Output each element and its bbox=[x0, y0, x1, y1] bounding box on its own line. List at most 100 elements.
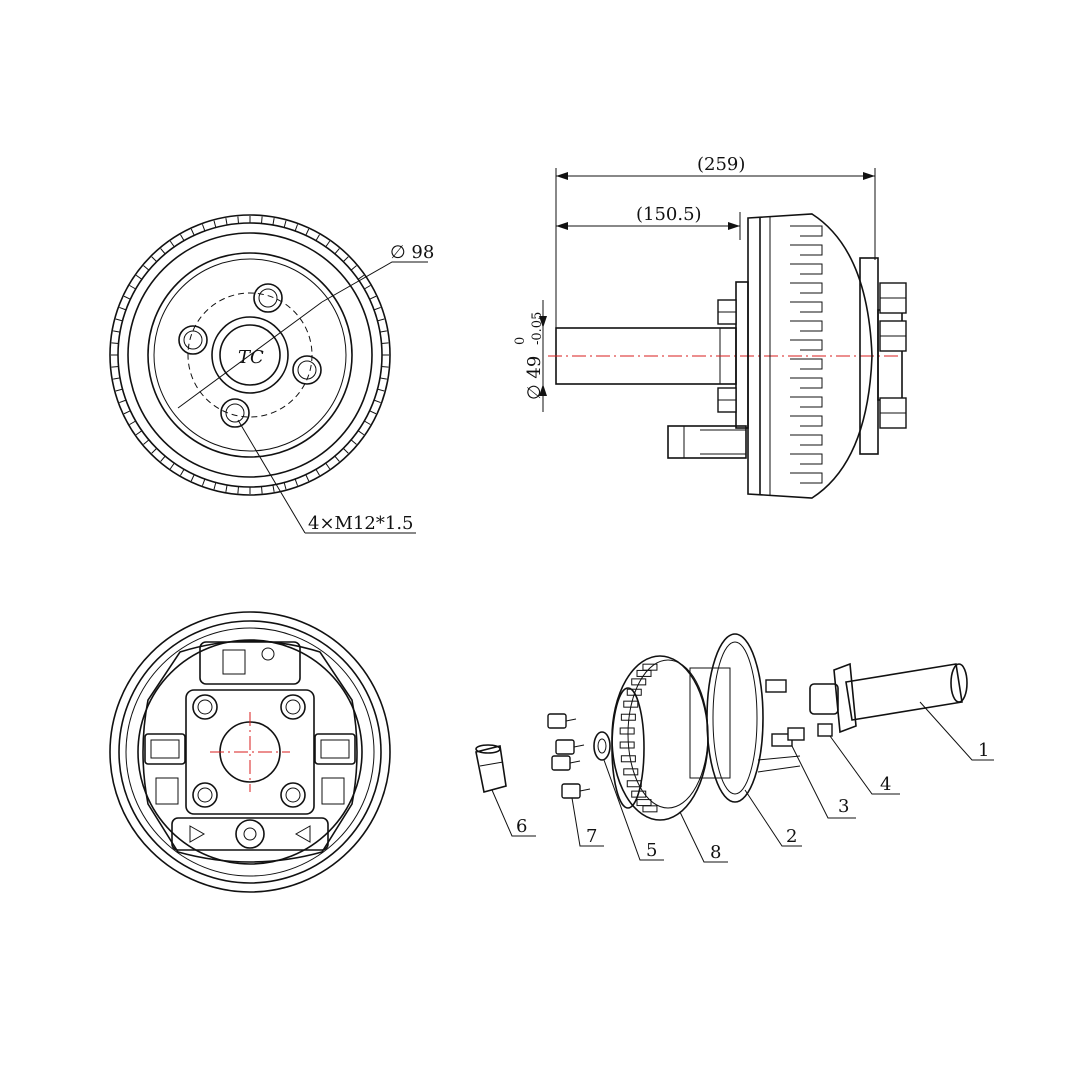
back-bolt-tl bbox=[192, 694, 218, 720]
serration-tooth bbox=[357, 274, 365, 280]
back-bolt-bl bbox=[192, 782, 218, 808]
side-fin bbox=[790, 225, 823, 237]
part-4-flange-nut bbox=[817, 723, 833, 737]
serration-tooth bbox=[135, 274, 143, 280]
serration-tooth bbox=[160, 455, 166, 462]
serration-tooth bbox=[261, 216, 263, 224]
serration-tooth bbox=[115, 388, 123, 392]
serration-tooth bbox=[213, 482, 217, 490]
back-view bbox=[109, 611, 391, 893]
serration-tooth bbox=[119, 306, 127, 311]
part-1-shaft bbox=[809, 662, 968, 734]
serration-tooth bbox=[377, 388, 385, 392]
serration-tooth bbox=[373, 399, 381, 404]
serration-tooth bbox=[294, 224, 299, 232]
serration-tooth bbox=[190, 228, 195, 236]
serration-tooth bbox=[272, 484, 275, 492]
serration-tooth bbox=[143, 439, 150, 445]
dim-shaft-length: (150.5) bbox=[636, 204, 702, 225]
serration-tooth bbox=[381, 366, 389, 368]
stud-bottom bbox=[220, 398, 250, 428]
side-fin bbox=[790, 453, 823, 465]
exploded-fin bbox=[636, 799, 652, 807]
drum-fins-exploded bbox=[619, 663, 658, 813]
serration-tooth bbox=[373, 306, 381, 311]
serration-tooth bbox=[169, 462, 175, 470]
side-fin bbox=[790, 358, 823, 370]
back-bolt-br bbox=[280, 782, 306, 808]
serration-tooth bbox=[143, 265, 150, 271]
serration-tooth bbox=[350, 439, 357, 445]
hub-stud-bottom bbox=[879, 397, 907, 429]
exploded-fin bbox=[623, 768, 639, 776]
exploded-fin bbox=[620, 713, 636, 721]
part-label-7: 7 bbox=[586, 826, 597, 847]
serration-tooth bbox=[225, 218, 228, 226]
dim-tol-lower: -0.05 bbox=[530, 312, 545, 345]
exploded-fin bbox=[620, 755, 636, 763]
part-label-1: 1 bbox=[978, 740, 989, 761]
serration-tooth bbox=[369, 410, 377, 415]
exploded-fin bbox=[636, 669, 652, 677]
serration-tooth bbox=[180, 234, 185, 241]
side-fin bbox=[790, 396, 823, 408]
serration-tooth bbox=[113, 330, 121, 333]
exploded-fin bbox=[623, 700, 639, 708]
serration-tooth bbox=[283, 482, 287, 490]
exploded-fin bbox=[642, 805, 658, 813]
serration-tooth bbox=[237, 486, 239, 494]
serration-tooth bbox=[201, 478, 206, 486]
serration-tooth bbox=[111, 342, 119, 344]
serration-tooth bbox=[160, 248, 166, 255]
part-label-8: 8 bbox=[710, 842, 721, 863]
serration-tooth bbox=[305, 228, 310, 236]
serration-tooth bbox=[123, 410, 131, 415]
side-fin bbox=[790, 472, 823, 484]
drum-fins bbox=[790, 225, 823, 484]
serration-tooth bbox=[357, 430, 365, 436]
serration-tooth bbox=[315, 234, 320, 241]
drum-serration bbox=[111, 216, 389, 494]
serration-tooth bbox=[129, 285, 136, 290]
serration-tooth bbox=[261, 486, 263, 494]
dim-thread-spec: 4×M12*1.5 bbox=[308, 513, 414, 534]
serration-tooth bbox=[115, 318, 123, 322]
dim-shaft-diameter: ∅ 49 bbox=[524, 356, 545, 400]
side-fin bbox=[790, 377, 823, 389]
serration-tooth bbox=[201, 224, 206, 232]
serration-tooth bbox=[135, 430, 143, 436]
part-3-studs bbox=[765, 679, 805, 747]
serration-tooth bbox=[325, 240, 331, 248]
serration-tooth bbox=[325, 462, 331, 470]
serration-tooth bbox=[369, 295, 377, 300]
serration-tooth bbox=[315, 469, 320, 476]
serration-tooth bbox=[113, 377, 121, 380]
serration-tooth bbox=[350, 265, 357, 271]
serration-tooth bbox=[342, 256, 349, 263]
exploded-fin bbox=[631, 678, 647, 686]
exploded-view: 1 2 3 4 5 6 7 8 bbox=[475, 633, 994, 863]
serration-tooth bbox=[379, 377, 387, 380]
serration-tooth bbox=[129, 420, 136, 425]
serration-tooth bbox=[213, 220, 217, 228]
part-5-nut bbox=[593, 731, 611, 761]
serration-tooth bbox=[342, 447, 349, 454]
hub-stud-mid bbox=[879, 320, 907, 352]
stud-top bbox=[253, 283, 283, 313]
side-fin bbox=[790, 415, 823, 427]
part-label-6: 6 bbox=[516, 816, 527, 837]
serration-tooth bbox=[364, 420, 371, 425]
hub-stud-top bbox=[879, 282, 907, 314]
part-label-4: 4 bbox=[880, 774, 891, 795]
side-fin bbox=[790, 282, 823, 294]
serration-tooth bbox=[111, 366, 119, 368]
serration-tooth bbox=[169, 240, 175, 248]
serration-tooth bbox=[334, 248, 340, 255]
serration-tooth bbox=[381, 342, 389, 344]
part-7-bolts bbox=[547, 713, 591, 799]
part-label-2: 2 bbox=[786, 826, 797, 847]
side-fin bbox=[790, 434, 823, 446]
side-fin bbox=[790, 339, 823, 351]
part-6-cap bbox=[475, 744, 507, 793]
